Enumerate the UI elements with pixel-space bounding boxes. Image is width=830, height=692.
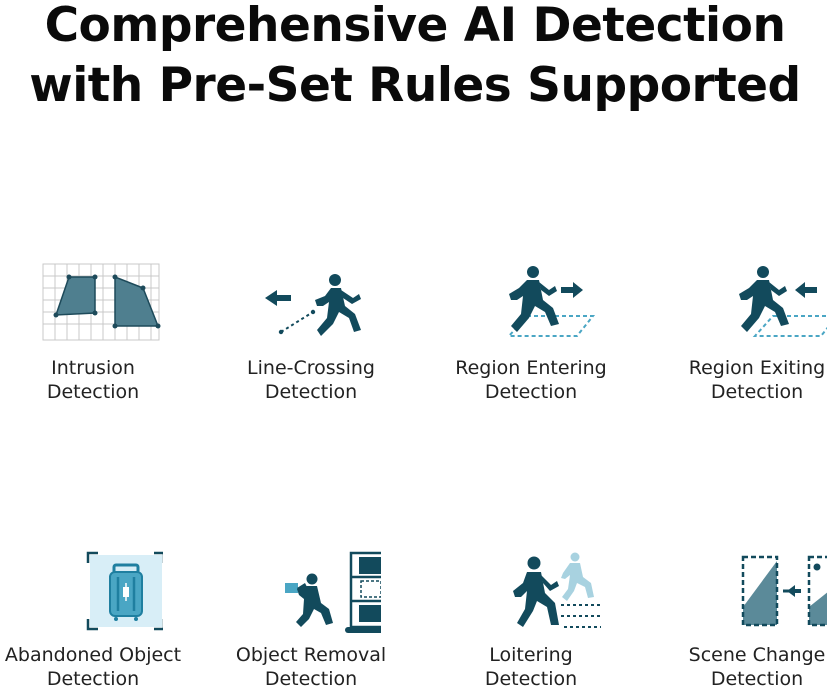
feature-label: Region Entering Detection: [455, 357, 607, 403]
feature-scene-change-detection: Scene Change Detection: [652, 545, 830, 691]
abandoned-object-icon: [86, 551, 163, 631]
line-crossing-icon: [265, 274, 361, 336]
feature-label: Abandoned Object Detection: [4, 644, 182, 690]
region-exiting-icon: [739, 266, 827, 337]
feature-label: Line-Crossing Detection: [247, 357, 375, 403]
feature-label: Object Removal Detection: [235, 644, 387, 690]
feature-label: Intrusion Detection: [46, 357, 140, 403]
feature-object-removal-detection: Object Removal Detection: [206, 545, 416, 691]
title-line-1: Comprehensive AI Detection: [44, 0, 786, 53]
loitering-icon: [513, 552, 601, 628]
title-line-2: with Pre-Set Rules Supported: [29, 58, 801, 113]
scene-change-icon: [741, 555, 827, 627]
feature-region-entering-detection: Region Entering Detection: [426, 258, 636, 404]
feature-label: Scene Change Detection: [688, 644, 826, 690]
page-title: Comprehensive AI Detection with Pre-Set …: [0, 0, 830, 116]
region-entering-icon: [506, 266, 596, 337]
feature-loitering-detection: Loitering Detection: [426, 545, 636, 691]
feature-label: Region Exiting Detection: [688, 357, 826, 403]
feature-intrusion-detection: Intrusion Detection: [0, 258, 198, 404]
feature-label: Loitering Detection: [484, 644, 578, 690]
feature-region-exiting-detection: Region Exiting Detection: [652, 258, 830, 404]
intrusion-icon: [42, 263, 161, 341]
feature-abandoned-object-detection: Abandoned Object Detection: [0, 545, 198, 691]
object-removal-icon: [285, 551, 381, 633]
feature-line-crossing-detection: Line-Crossing Detection: [206, 258, 416, 404]
